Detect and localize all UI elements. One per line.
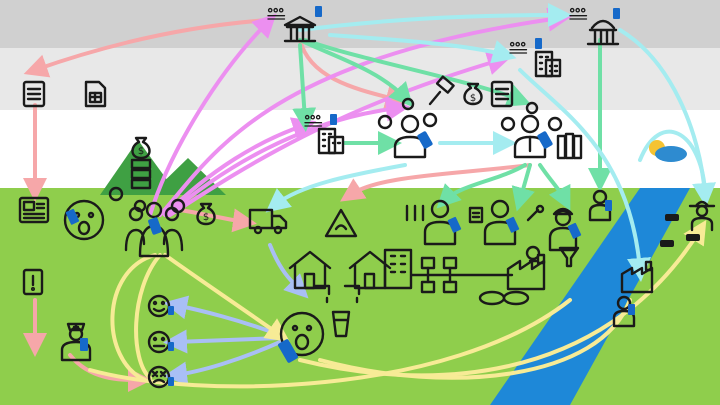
flow-blue-user-to-sick [163,340,282,386]
phone-icon [168,306,174,315]
flow-cyan-local-to-factory [518,68,651,282]
phone-icon [168,377,174,386]
phone-icon [535,38,542,49]
flow-green-manager-to-engineer [538,163,571,211]
audience-icon [509,41,528,54]
phone-icon [168,342,174,351]
spreadsheet-icon [84,80,107,108]
flow-pink-gov-to-person [298,38,410,109]
document-icon [490,80,514,108]
flow-violet-group-to-local [168,51,512,217]
money-bag-icon [463,82,483,106]
clipboard-icon [468,206,484,224]
audience-icon [304,114,323,127]
phone-icon [417,131,433,149]
house-icon [288,250,332,290]
apartment-icon [383,248,413,290]
thought-bubbles [108,186,186,214]
flow-cyan-gov-to-local [328,33,517,64]
flow-yellow-user-to-inspector [318,298,632,380]
audience-icon [267,7,286,20]
phone-icon [65,208,80,225]
flow-green-gov-to-manager [303,38,532,107]
river [490,188,690,405]
phone-icon [505,216,520,233]
flow-yellow-group-to-user [163,253,290,342]
phone-icon [330,114,337,125]
government-building-icon [283,15,317,43]
phone-icon [148,217,162,235]
gavel-icon [428,75,455,106]
flow-yellow-user-to-farmer [298,219,707,378]
hazard-warning-icon [324,208,358,238]
newspaper-icon [18,196,50,224]
shocked-face-icon [279,311,325,357]
test-tubes-icon [405,204,425,222]
flow-green-manager-to-tech [511,163,535,212]
flow-pink-gov-to-doc [23,18,270,78]
lightbulb-icon [525,245,541,263]
binders-icon [556,132,583,160]
flow-pink-group-to-truck [178,208,257,233]
thought-bubbles [377,97,438,130]
phone-icon [80,338,88,351]
audience-icon [569,7,588,20]
filter-icon [558,246,580,268]
phone-icon [537,131,553,149]
document-icon [22,80,46,108]
phone-icon [628,304,635,315]
factory-icon [620,260,654,294]
stacked-documents-icon [130,158,152,190]
wrench-icon [526,204,545,222]
flow-green-gov-to-person [298,38,413,107]
flow-green-manager-to-lab [436,163,527,209]
alert-document-icon [22,268,44,296]
dollar-glyph: $ [470,93,476,104]
sky-band [0,110,720,188]
flows [23,3,717,392]
phone-icon [278,339,298,363]
phone-icon [613,8,620,19]
flow-green-gov-to-office [292,43,317,132]
sun-cloud-icon [649,140,687,162]
sludge-tanks-icon [478,290,530,306]
flow-violet-group-to-regional [158,7,572,217]
flow-yellow-bottom-arc [88,298,572,389]
flow-cyan-weather-loop [638,129,707,192]
dollar-glyph: $ [203,212,209,223]
money-bag-icon [131,136,151,160]
thought-bubbles [500,101,563,132]
farmer-icon [688,200,716,232]
office-building-icon [534,50,562,78]
phone-icon [315,6,322,17]
phone-icon [605,200,612,211]
pipe-network-icon [410,256,514,294]
tap-icon [343,284,361,304]
money-bag-icon [196,202,216,226]
flow-yellow-group-loop-mid [134,253,162,380]
dollar-glyph: $ [138,146,144,157]
person-icon [612,295,636,328]
flow-violet-group-to-person [166,97,410,217]
government-building-icon [586,19,620,46]
phone-icon [447,216,462,233]
flow-violet-group-to-gov [148,13,277,217]
health-worker-icon [60,322,92,362]
water-glass-icon [331,310,351,338]
flow-cyan-person-to-truck [265,163,407,213]
office-building-icon [317,127,345,155]
livestock-icon [660,214,700,247]
tap-icon [313,284,331,304]
flow-yellow-group-loop-left [110,253,157,382]
phone-icon [567,222,582,239]
flow-blue-user-to-neutral [163,329,282,354]
flow-cyan-gov-to-regional [298,3,572,32]
truck-icon [248,208,288,235]
flow-pink-manager-to-hazard [340,163,532,202]
